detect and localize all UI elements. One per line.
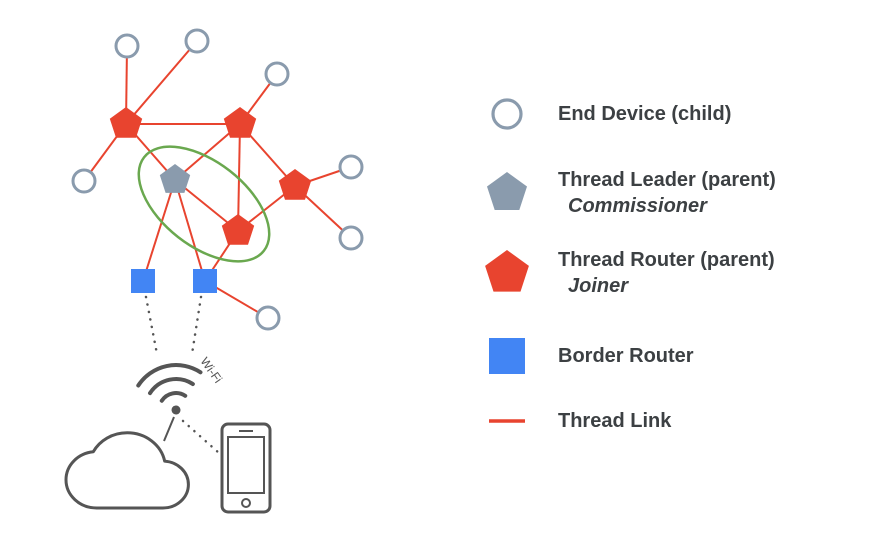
wifi-arc	[159, 391, 188, 403]
thread-router-icon	[485, 250, 529, 292]
end-device-node	[255, 305, 281, 331]
wifi-icon	[136, 363, 203, 415]
legend-sublabel-joiner: Joiner	[568, 275, 629, 297]
thread-router-node	[223, 107, 257, 138]
legend-item-end-device: End Device (child)	[480, 92, 731, 136]
thread-leader-node	[159, 164, 191, 193]
border-router-symbol	[489, 338, 525, 374]
legend-item-thread-router: Thread Router (parent) Joiner	[480, 242, 775, 304]
legend-label-thread-router: Thread Router (parent)	[558, 249, 775, 271]
thread-router-symbol	[485, 250, 529, 292]
thread-leader-icon	[487, 172, 527, 210]
end-device-node	[114, 33, 140, 59]
wifi-arc	[136, 363, 203, 388]
phone-home-button	[241, 498, 251, 508]
end-device-node	[338, 225, 364, 251]
thread-leader-symbol	[487, 172, 527, 210]
thread-link-icon	[489, 419, 525, 423]
wifi-dot	[171, 405, 181, 415]
legend-item-thread-link: Thread Link	[480, 399, 671, 443]
phone-screen	[227, 436, 265, 494]
border-router-node	[131, 269, 155, 293]
dotted-link-line	[181, 419, 221, 455]
end-device-symbol	[491, 98, 523, 130]
end-device-node	[338, 154, 364, 180]
end-device-node	[71, 168, 97, 194]
legend-label-end-device: End Device (child)	[558, 103, 732, 125]
phone-icon	[220, 422, 272, 514]
thread-link-line	[125, 40, 198, 125]
dotted-link-line	[190, 295, 203, 356]
thread-link-line	[142, 179, 176, 282]
legend-sublabel-commissioner: Commissioner	[568, 195, 707, 217]
end-device-node	[264, 61, 290, 87]
legend-item-thread-leader: Thread Leader (parent) Commissioner	[480, 162, 776, 224]
end-device-icon	[491, 98, 523, 130]
wifi-arc	[148, 377, 195, 396]
legend-label-thread-leader: Thread Leader (parent)	[558, 169, 776, 191]
thread-router-node	[221, 214, 255, 245]
commissioning-ellipse	[137, 145, 271, 263]
cloud-icon	[66, 433, 188, 508]
wifi-label: Wi-Fi	[198, 355, 226, 386]
border-router-node	[193, 269, 217, 293]
legend-label-border-router: Border Router	[558, 345, 694, 367]
thread-router-node	[109, 107, 143, 138]
thread-router-node	[278, 169, 312, 200]
thread-link-line	[174, 179, 206, 282]
legend-label-thread-link: Thread Link	[558, 410, 672, 432]
dotted-link-line	[144, 295, 159, 356]
end-device-node	[184, 28, 210, 54]
border-router-icon	[489, 338, 525, 374]
wifi-cloud-link-line	[163, 416, 175, 442]
legend-item-border-router: Border Router	[480, 334, 694, 378]
